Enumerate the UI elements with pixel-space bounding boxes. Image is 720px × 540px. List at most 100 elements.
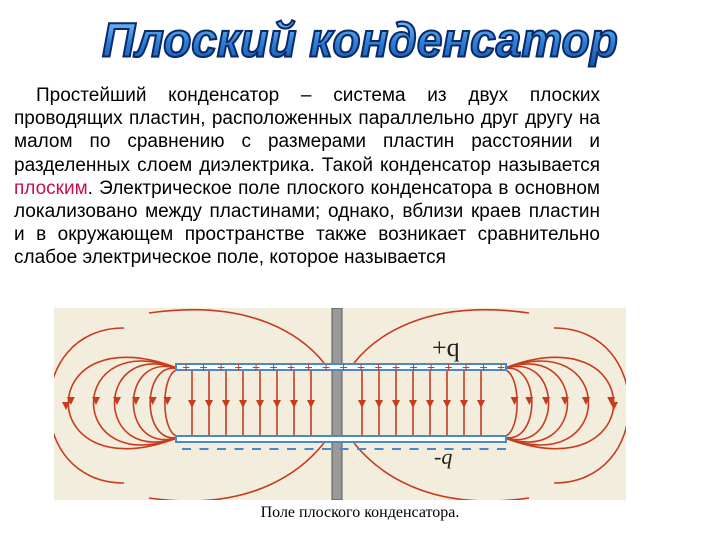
paragraph-line-5: слоем диэлектрика. Такой конденсатор наз…: [137, 154, 600, 176]
outer-loop-left: [54, 327, 125, 484]
top-arc-right: [353, 308, 530, 364]
minus-sign: [182, 448, 191, 450]
plus-sign: +: [340, 359, 348, 375]
fringe-line-left: [149, 367, 183, 439]
field-arrow: [66, 397, 75, 405]
minus-sign: [269, 448, 279, 450]
fringe-line-right: [499, 365, 550, 441]
field-arrow: [307, 400, 315, 408]
plus-q-label: +q: [432, 333, 460, 362]
plus-sign: +: [392, 359, 400, 375]
minus-sign: [409, 448, 419, 450]
minus-sign: [287, 448, 296, 450]
outer-loop-right: [553, 327, 626, 484]
page-title: Плоский конденсатор: [0, 8, 720, 70]
page-title-text: Плоский конденсатор: [102, 12, 618, 66]
minus-sign: [479, 448, 489, 450]
field-arrow: [477, 400, 485, 408]
minus-sign: [304, 448, 314, 450]
field-arrow: [188, 400, 196, 408]
field-arrow: [358, 400, 366, 408]
plus-sign: +: [270, 359, 278, 375]
field-arrow: [392, 400, 400, 408]
plus-sign: +: [217, 359, 225, 375]
plus-sign: +: [497, 359, 505, 375]
field-arrow: [290, 400, 298, 408]
minus-sign: [217, 448, 226, 450]
plus-sign: +: [375, 359, 383, 375]
figure-caption: Поле плоского конденсатора.: [260, 504, 460, 521]
minus-sign: [427, 448, 436, 450]
field-arrow: [222, 400, 230, 408]
fringe-line-right: [499, 367, 533, 439]
positive-plate: [175, 363, 507, 371]
field-arrow: [273, 400, 281, 408]
highlight-term: плоским: [14, 177, 88, 199]
field-arrow: [460, 400, 468, 408]
minus-sign: [497, 448, 506, 450]
capacitor-stem: [331, 308, 343, 500]
field-arrow: [113, 397, 121, 405]
plus-sign: +: [252, 359, 260, 375]
minus-sign: [339, 448, 349, 450]
plus-sign: +: [410, 359, 418, 375]
minus-sign: [234, 448, 244, 450]
field-arrow: [443, 400, 451, 408]
fringe-line-left: [132, 365, 183, 441]
top-arc-left: [148, 308, 325, 364]
plus-sign: +: [462, 359, 470, 375]
paragraph-line-4: размерами пластин расстоянии и разделенн…: [14, 131, 601, 176]
minus-sign: [462, 448, 471, 450]
paragraph-line-1: Простейший конденсатор – система из двух: [36, 85, 509, 106]
field-arrow: [239, 400, 247, 408]
field-arrow: [510, 397, 519, 405]
body-paragraph: Простейший конденсатор – система из двух…: [14, 84, 600, 270]
bottom-arc-right: [353, 442, 530, 500]
fringe-line-right: [499, 363, 569, 443]
minus-q-label: -q: [434, 444, 452, 469]
plus-sign: +: [445, 359, 453, 375]
field-arrow: [525, 397, 534, 405]
negative-plate: [175, 435, 507, 443]
minus-sign: [252, 448, 261, 450]
plus-sign: +: [182, 359, 190, 375]
field-arrow: [607, 397, 616, 405]
field-arrow: [163, 397, 172, 405]
paragraph-line-3: параллельно друг другу на малом по сравн…: [14, 108, 600, 153]
minus-sign: [322, 448, 331, 450]
field-arrow: [148, 397, 157, 405]
field-arrow: [131, 397, 140, 405]
plus-sign: +: [235, 359, 243, 375]
field-arrow: [426, 400, 434, 408]
minus-sign: [357, 448, 366, 450]
plus-sign: +: [305, 359, 313, 375]
plus-sign: +: [287, 359, 295, 375]
minus-sign: [374, 448, 384, 450]
plus-sign: +: [200, 359, 208, 375]
field-arrow: [582, 397, 590, 405]
fringe-line-left: [92, 360, 183, 446]
fringe-line-left: [113, 363, 183, 443]
capacitor-field-figure: + + + + + + + + + + + + + + + + + + + +q -q: [54, 308, 626, 500]
bottom-arc-left: [148, 442, 325, 500]
paragraph-continuation: . Электрическое поле плоского конденсато…: [14, 177, 600, 269]
minus-sign: [199, 448, 209, 450]
paragraph-line-2: плоских проводящих пластин, расположенны…: [14, 85, 601, 130]
minus-signs: [182, 448, 506, 450]
field-arrow: [205, 400, 213, 408]
field-arrow: [409, 400, 417, 408]
plus-sign: +: [427, 359, 435, 375]
minus-sign: [392, 448, 401, 450]
field-arrow: [610, 402, 618, 410]
field-arrow: [62, 402, 70, 410]
field-arrow: [561, 397, 569, 405]
plus-sign: +: [322, 359, 330, 375]
fringe-line-right: [499, 360, 590, 446]
field-arrow: [256, 400, 264, 408]
plus-sign: +: [480, 359, 488, 375]
plus-sign: +: [357, 359, 365, 375]
field-arrow: [542, 397, 551, 405]
field-arrow: [375, 400, 383, 408]
field-arrow: [92, 397, 100, 405]
plus-signs: + + + + + + + + + + + + + + + + + + +: [182, 359, 505, 375]
